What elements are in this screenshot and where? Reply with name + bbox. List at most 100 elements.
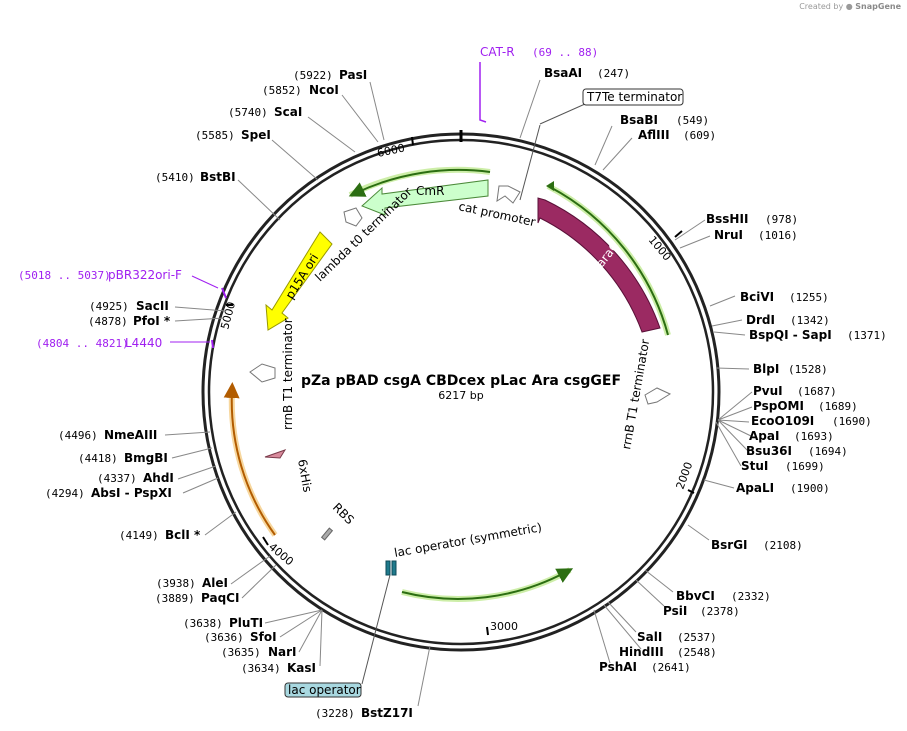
cat-r-range: (69 .. 88) [532,46,598,59]
site-bbvci: BbvCI(2332) [676,589,771,603]
site-bmgbi: (4418)BmgBI [78,451,168,465]
lac-op-sym-feature-a [385,560,391,576]
site-nrui: NruI(1016) [714,228,798,242]
site-leader-ahdi [177,465,217,480]
site-bsshii: BssHII(978) [706,212,798,226]
site-leader-cluster-3635 [264,609,323,667]
lambda-t0-terminator-feature [343,207,363,227]
pbr322ori-f-range: (5018 .. 5037) [18,269,111,282]
tick-mark-6000 [411,136,414,146]
cmr-orf-line [348,169,491,197]
orange-orf-glow [228,389,278,537]
pbr322ori-f-mark [221,287,227,299]
his6-feature [264,449,287,459]
rrnb-t1-right-feature [644,387,672,405]
site-leader-bsaai [519,79,541,139]
cat-promoter-label: cat promoter [457,199,536,229]
pbr322ori-f-name: pBR322ori-F [108,268,182,282]
site-leader-blpi [715,367,750,370]
site-nari: (3635)NarI [221,645,297,659]
tick-label-6000: 6000 [376,141,406,160]
site-leader-paqci [241,564,277,599]
site-leader-nrui [679,235,711,249]
snapgene-logo-icon: ● [845,2,853,11]
lac-operator-label: lac operator [288,683,361,697]
site-nmeaiii: (4496)NmeAIII [58,428,157,442]
site-leader-afliii [602,137,633,171]
t7te-leader [519,124,541,201]
pbr322ori-f-leader [191,275,219,289]
site-leader-bbvci [644,569,674,593]
site-leader-alei [230,555,271,585]
t7te-label: T7Te terminator [586,90,682,104]
site-bstbi: (5410)BstBI [155,170,236,184]
rrnb-t1-left-feature [249,363,276,383]
p15a-ori-feature [265,231,333,331]
cmr-feature [361,179,489,216]
site-leader-apali [703,479,735,489]
site-leader-psii [635,579,665,607]
t7te-leader-2 [539,103,586,125]
bottom-orf-line [401,568,574,600]
site-leader-nmeaiii [164,431,211,436]
site-leader-ncoi [341,94,379,143]
l4440-range: (4804 .. 4821) [36,337,129,350]
site-leader-bsrgi [687,524,710,541]
arac-orf-line [549,186,669,336]
lambda-t0-label: lambda t0 terminator [312,185,414,285]
site-leader-spei [271,139,319,181]
restriction-sites: (5922)PasI (5852)NcoI (5740)ScaI (5585)S… [45,66,887,720]
site-leader-sali [607,601,637,633]
site-leader-bcivi [709,295,736,307]
bottom-orf-glow [401,567,572,602]
site-sacii: (4925)SacII [89,299,169,313]
site-leader-pshai [593,609,611,664]
site-bsrgi: BsrGI(2108) [711,538,803,552]
site-paqci: (3889)PaqCI [155,591,239,605]
arac-feature [537,197,661,333]
credit-prefix: Created by [799,2,844,11]
site-pspomi: PspOMI(1689) [753,399,858,413]
site-leader-cluster-1690 [715,391,753,467]
site-leader-sacii [174,306,227,312]
plasmid-length: 6217 bp [438,389,483,402]
site-leader-drdi [711,319,743,327]
site-ahdi: (4337)AhdI [97,471,174,485]
site-pvui: PvuI(1687) [753,384,837,398]
cmr-label: CmR [416,184,444,198]
site-leader-bmgbi [171,447,213,459]
site-leader-pfoi [174,317,225,322]
rbs-feature [320,527,334,541]
tick-label-2000: 2000 [674,460,696,491]
cat-r-name: CAT-R [480,45,515,59]
site-bspqi-sapi: BspQI - SapI(1371) [749,328,887,342]
cat-r-leader [479,62,487,123]
site-psii: PsiI(2378) [663,604,740,618]
plasmid-name: pZa pBAD csgA CBDcex pLac Ara csgGEF [301,373,621,389]
boxed-labels: T7Te terminator lac operator [284,88,684,698]
site-bsaai: BsaAI(247) [544,66,630,80]
site-pasi: (5922)PasI [293,68,367,82]
credit-brand: SnapGene [855,2,901,11]
site-pluti: (3638)PluTI [183,616,263,630]
site-bcli: (4149)BclI * [119,528,201,542]
site-apai: ApaI(1693) [749,429,834,443]
site-ncoi: (5852)NcoI [262,83,339,97]
site-leader-bstz17i [417,645,431,707]
snapgene-credit: Created by ● SnapGene [799,2,901,11]
site-pfoi: (4878)PfoI * [88,314,171,328]
orange-orf-line [223,382,276,536]
site-sali: SalI(2537) [637,630,717,644]
t7te-box [582,88,684,106]
l4440-name: L4440 [125,336,162,350]
site-leader-scai [307,116,356,153]
site-ecoo109i: EcoO109I(1690) [751,414,872,428]
site-leader-bstbi [237,179,281,221]
tick-mark-2000 [687,489,695,494]
site-leader-bsabi [594,125,613,166]
site-leader-pasi [369,81,385,141]
site-absi-pspxi: (4294)AbsI - PspXI [45,486,172,500]
site-afliii: AflIII(609) [638,128,716,142]
rrnb-t1-left-label: rrnB T1 terminator [281,318,295,430]
